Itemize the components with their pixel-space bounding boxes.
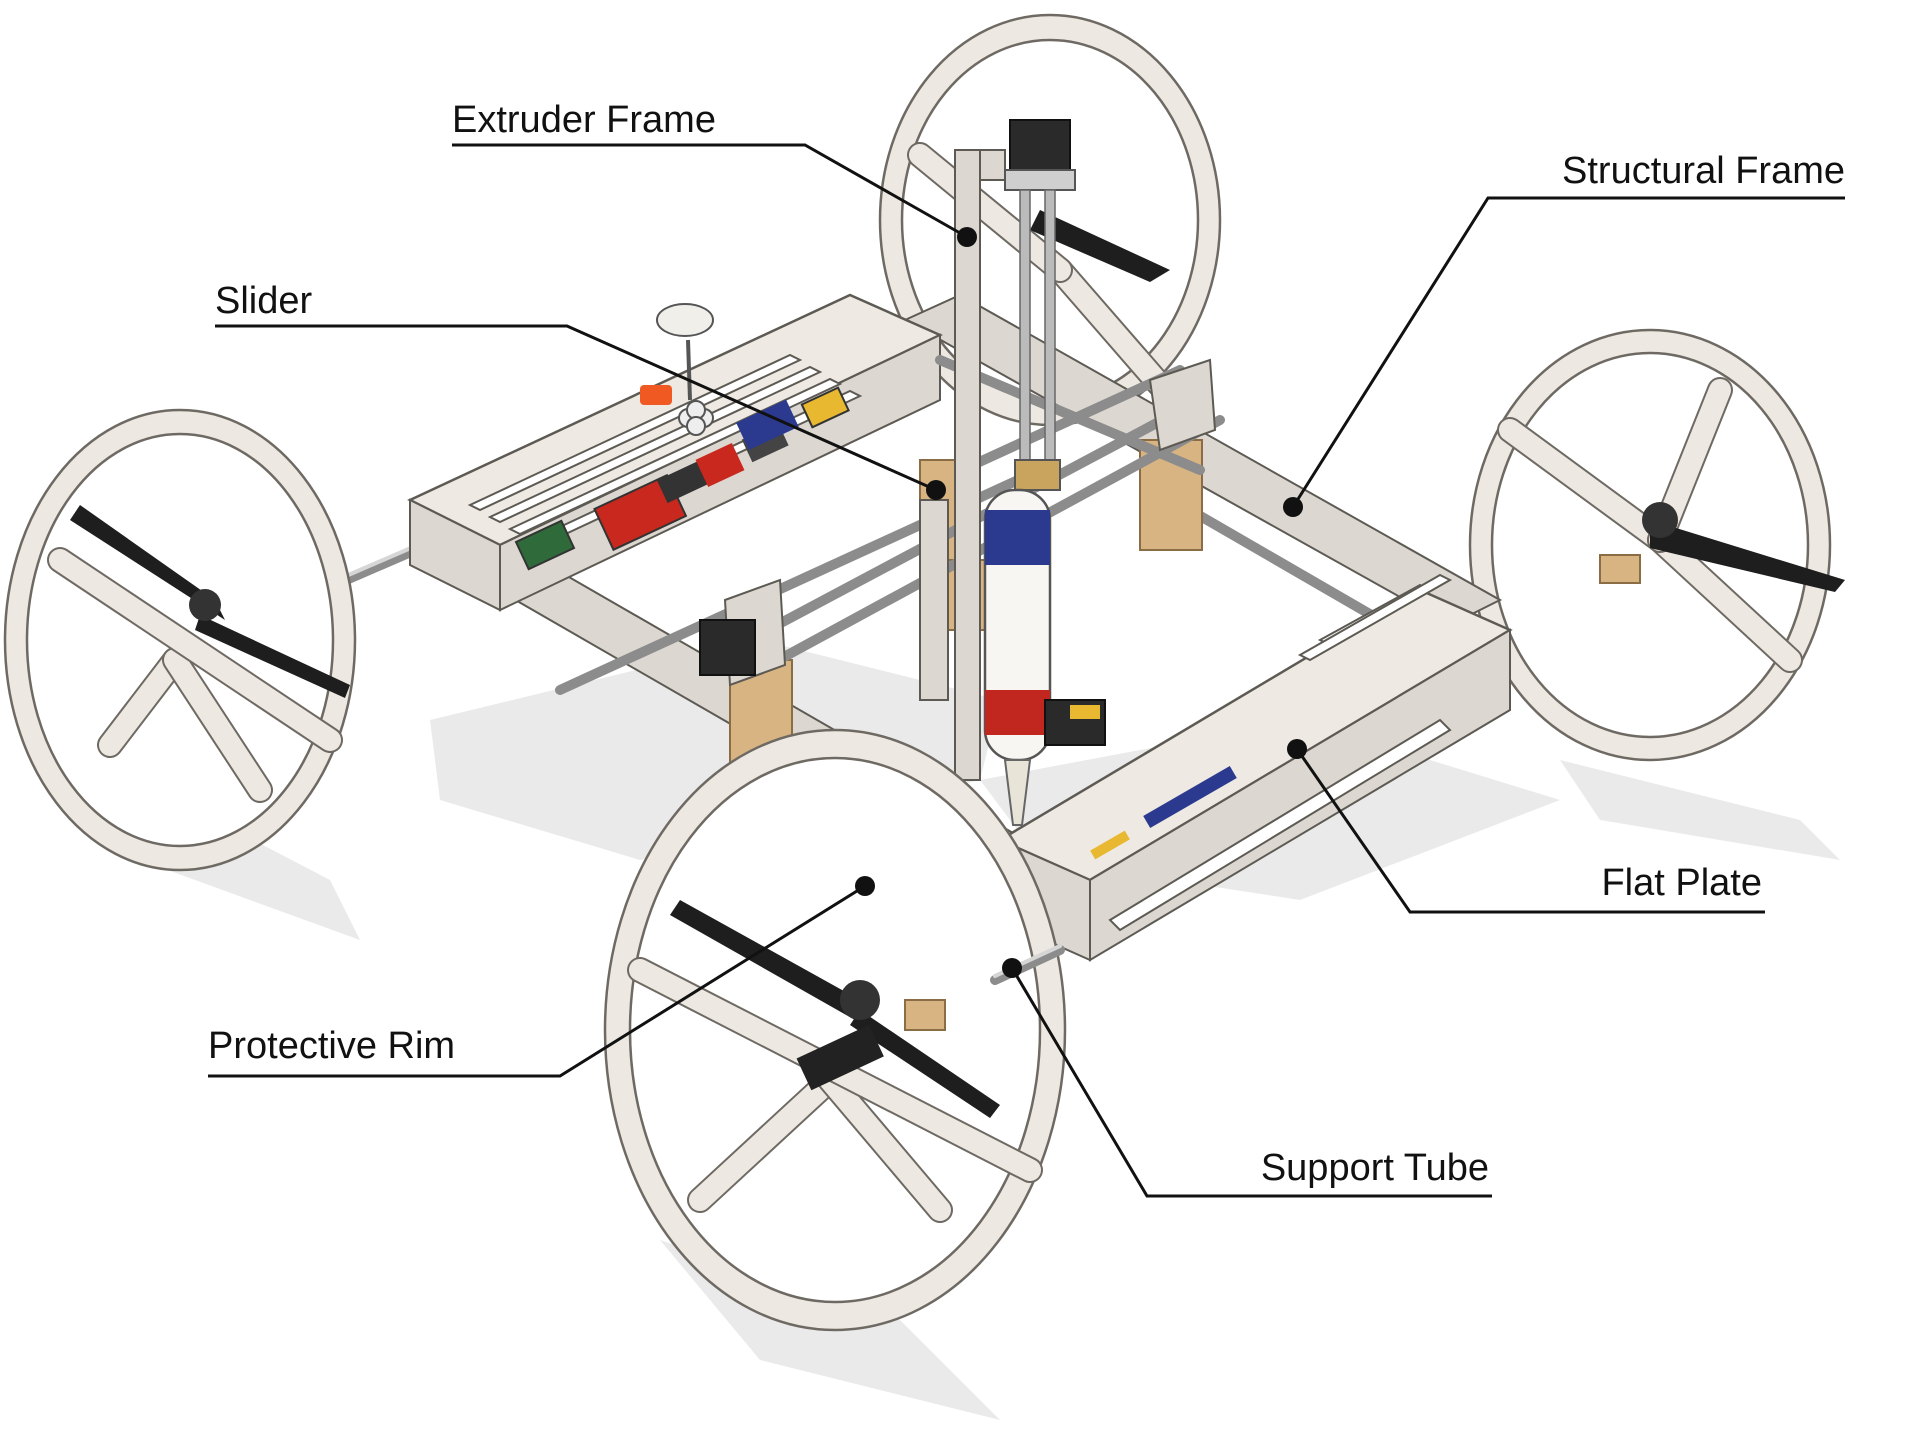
callout-support-tube: Support Tube [1002, 958, 1492, 1198]
callout-protective-rim: Protective Rim [208, 876, 875, 1078]
callout-structural-frame: Structural Frame [1283, 150, 1845, 517]
label-structural-frame: Structural Frame [1562, 150, 1845, 192]
callouts: Extruder Frame Structural Frame Slider F… [208, 99, 1845, 1198]
label-slider: Slider [215, 280, 312, 322]
extruder [919, 119, 1106, 826]
gantry [699, 355, 1225, 687]
callout-slider: Slider [215, 280, 946, 500]
label-protective-rim: Protective Rim [208, 1025, 455, 1067]
wheel-front [603, 728, 1067, 1332]
callout-flat-plate: Flat Plate [1287, 739, 1765, 914]
label-extruder-frame: Extruder Frame [452, 99, 716, 141]
label-flat-plate: Flat Plate [1601, 862, 1762, 904]
callout-extruder-frame: Extruder Frame [452, 99, 977, 247]
wheel-right [1468, 328, 1845, 762]
label-support-tube: Support Tube [1261, 1147, 1489, 1189]
electronics-plate [407, 293, 943, 612]
wheel-left [3, 408, 357, 872]
flat-plate-front [997, 573, 1513, 962]
